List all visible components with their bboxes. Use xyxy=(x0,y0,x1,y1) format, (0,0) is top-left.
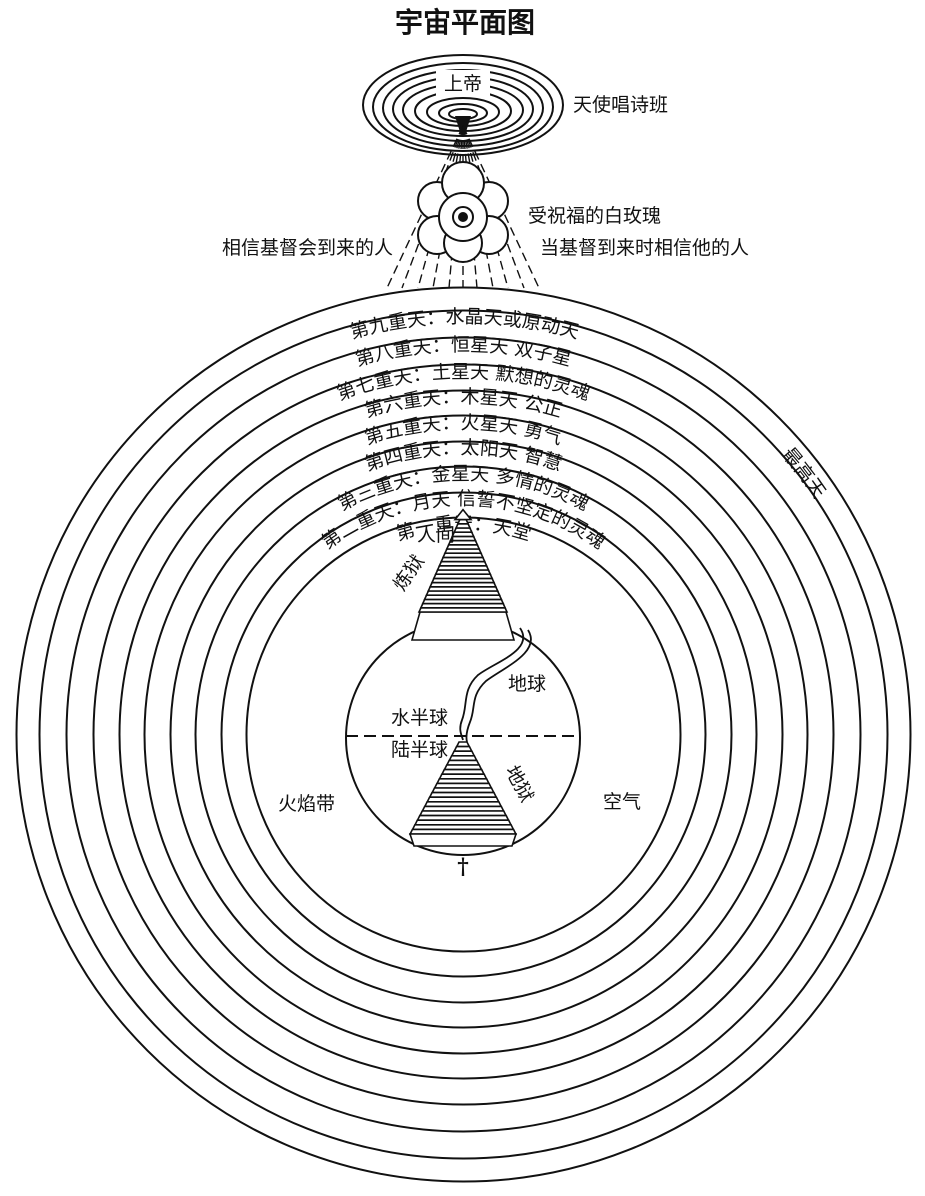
god-label: 上帝 xyxy=(444,73,482,95)
angel-choir-label: 天使唱诗班 xyxy=(573,94,668,116)
believers-before-label: 相信基督会到来的人 xyxy=(222,237,393,259)
land-hemisphere-label: 陆半球 xyxy=(391,739,448,761)
heaven-ring-1 xyxy=(38,309,889,1160)
air-label: 空气 xyxy=(603,791,641,813)
believers-after-label: 当基督到来时相信他的人 xyxy=(540,237,749,259)
hell-cone xyxy=(408,741,518,847)
heaven-ring-7 xyxy=(194,465,733,1004)
water-hemisphere-label: 水半球 xyxy=(391,707,448,729)
purgatory-peak xyxy=(453,508,473,521)
heaven-ring-8 xyxy=(220,491,707,978)
heaven-ring-4 xyxy=(118,389,809,1080)
hell-base xyxy=(408,833,518,847)
cross-icon: † xyxy=(457,854,469,880)
empyrean-label: 最高天 xyxy=(777,443,830,502)
purgatory-base xyxy=(410,611,516,641)
purgatory-label: 炼狱 xyxy=(389,551,429,595)
heaven-ring-6 xyxy=(169,440,758,1029)
heaven-ring-0 xyxy=(15,286,912,1183)
svg-text:最高天: 最高天 xyxy=(777,443,830,502)
heaven-rings xyxy=(15,286,912,1183)
heaven-ring-3 xyxy=(92,363,835,1106)
god-ray-cone xyxy=(455,116,471,132)
human-world-label: 人间 xyxy=(417,524,455,546)
earth-label: 地球 xyxy=(508,673,546,695)
heaven-ring-5 xyxy=(143,414,784,1055)
white-rose-icon xyxy=(417,161,509,263)
heaven-ring-2 xyxy=(65,336,862,1133)
diagram-title: 宇宙平面图 xyxy=(395,6,535,39)
white-rose-label: 受祝福的白玫瑰 xyxy=(528,205,661,227)
fire-zone-label: 火焰带 xyxy=(278,793,335,815)
purgatory-mountain xyxy=(410,508,516,641)
winding-path xyxy=(459,627,532,743)
